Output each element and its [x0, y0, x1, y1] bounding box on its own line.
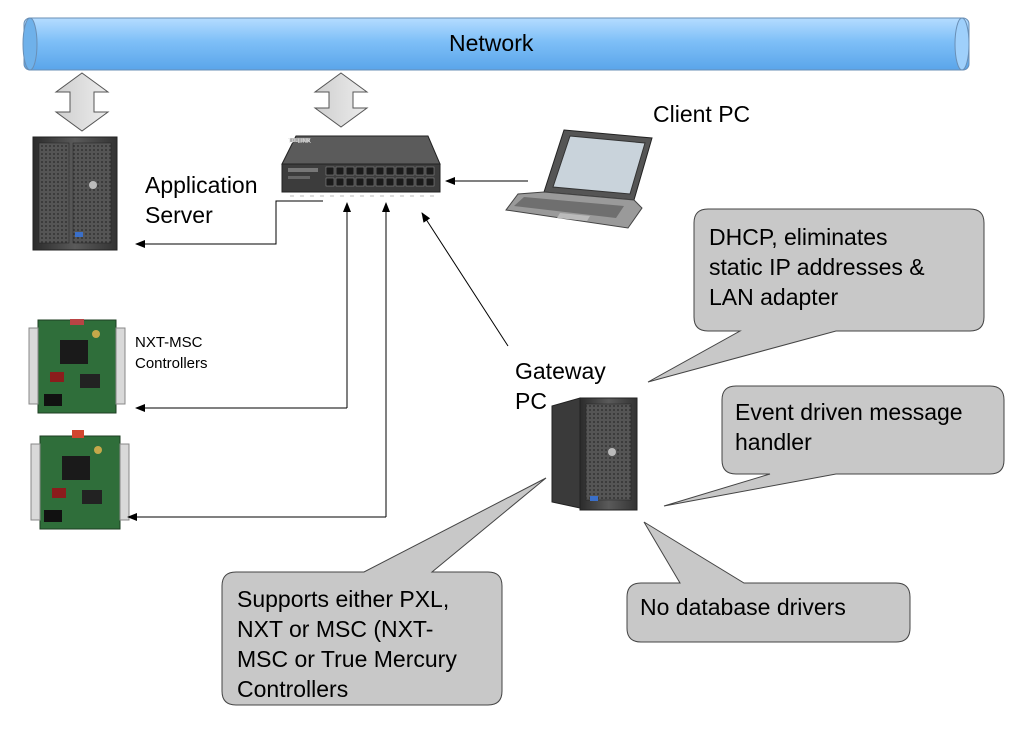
callout-supports-line: Controllers [237, 676, 349, 702]
network-label: Network [449, 30, 534, 56]
callout-supports-line: Supports either PXL, [237, 586, 450, 612]
connector-gateway [421, 212, 509, 347]
gateway-pc-label-line1: Gateway [515, 358, 606, 384]
callout-dhcp-line: static IP addresses & [709, 254, 925, 280]
application-server-label-line1: Application [145, 172, 258, 198]
gateway-pc-label-line2: PC [515, 388, 547, 414]
callout-no-db-text: No database drivers [640, 592, 846, 622]
callout-supports-line: NXT or MSC (NXT- [237, 616, 434, 642]
gateway-pc-icon [551, 397, 638, 511]
callout-supports [221, 477, 547, 706]
controllers-label-line2: Controllers [135, 355, 208, 372]
callout-supports-text: Supports either PXL, NXT or MSC (NXT- MS… [237, 584, 457, 704]
callout-event-line: handler [735, 429, 812, 455]
client-laptop-icon [505, 129, 653, 229]
application-server-label-line2: Server [145, 202, 213, 228]
connector-controller-2 [127, 202, 390, 521]
callout-event-line: Event driven message [735, 399, 963, 425]
connector-server [135, 200, 323, 248]
controllers-label-line1: NXT-MSC [135, 334, 203, 351]
callout-dhcp-text: DHCP, eliminates static IP addresses & L… [709, 222, 925, 312]
callout-no-db [626, 521, 911, 643]
callout-dhcp-line: DHCP, eliminates [709, 224, 888, 250]
connector-controller-1 [135, 202, 351, 412]
callout-dhcp [647, 208, 985, 383]
network-switch-icon [281, 135, 441, 197]
controller-board-2-icon [30, 430, 130, 530]
controller-board-1-icon [28, 319, 126, 414]
double-arrow-switch [313, 72, 369, 128]
callout-dhcp-line: LAN adapter [709, 284, 839, 310]
callout-event [663, 385, 1005, 507]
client-pc-label: Client PC [653, 101, 751, 127]
callout-supports-line: MSC or True Mercury [237, 646, 457, 672]
network-bar [22, 17, 970, 71]
double-arrow-server [54, 72, 110, 132]
callout-no-db-line: No database drivers [640, 594, 846, 620]
application-server-icon [32, 136, 118, 251]
switch-brand-label: TP-LINK [288, 139, 312, 145]
callout-event-text: Event driven message handler [735, 397, 963, 457]
